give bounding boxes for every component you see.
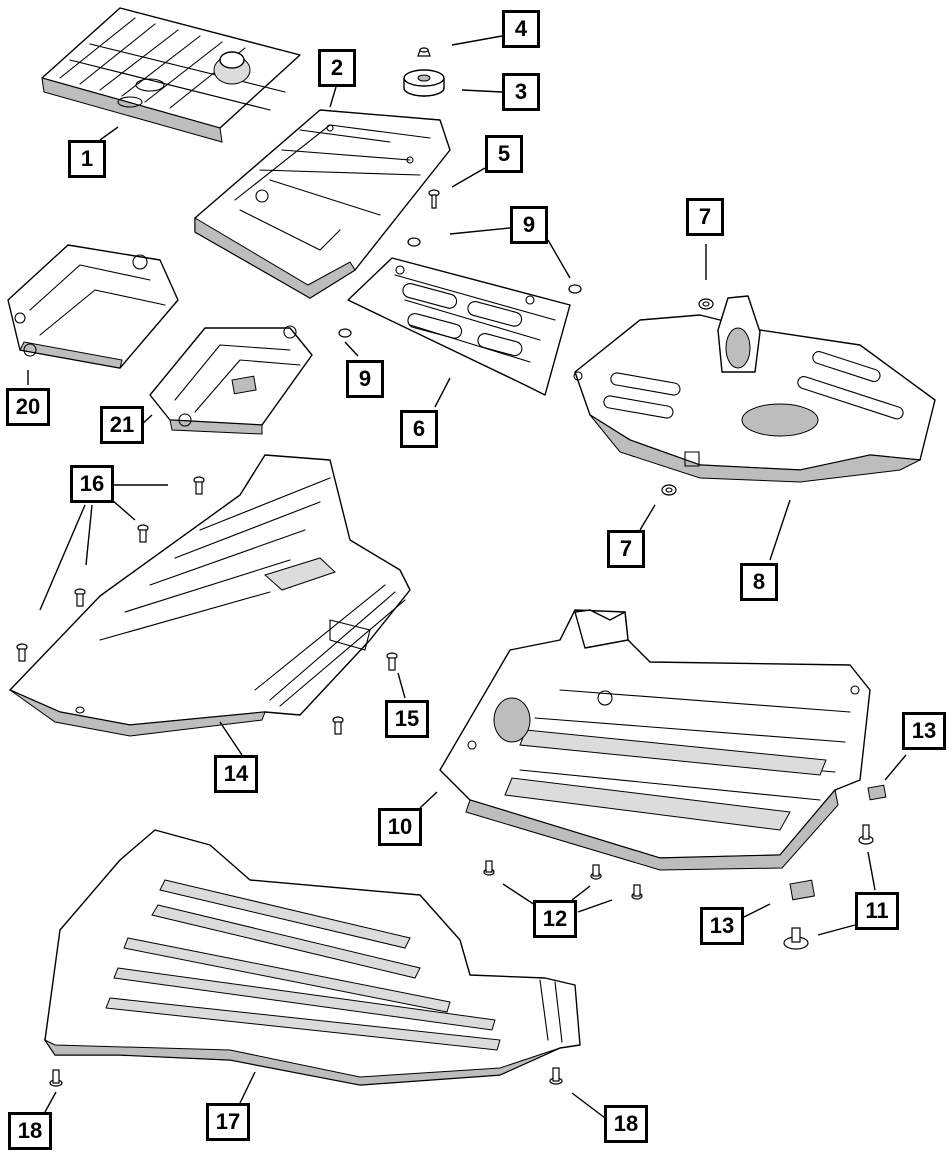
part-2-shield — [194, 109, 451, 299]
part-6-plate — [347, 257, 571, 396]
part-16-bolt-a — [193, 476, 205, 495]
callout-12: 12 — [533, 900, 577, 938]
part-12-bolt-a — [483, 860, 495, 876]
callout-11: 11 — [855, 892, 899, 930]
part-12-bolt-c — [631, 884, 643, 900]
callout-15: 15 — [385, 700, 429, 738]
callout-3: 3 — [502, 73, 540, 111]
part-18-bolt-a — [49, 1069, 63, 1087]
part-14-skid-plate — [9, 454, 411, 737]
part-11-bolt-b — [783, 927, 809, 950]
part-15-bolt-a — [386, 652, 398, 671]
callout-17: 17 — [206, 1103, 250, 1141]
part-7-nut-lower — [661, 484, 677, 496]
callout-14: 14 — [214, 755, 258, 793]
callout-2: 2 — [318, 49, 356, 87]
part-16-bolt-b — [137, 524, 149, 543]
callout-18-left: 18 — [8, 1112, 52, 1150]
part-9-nut-b — [568, 284, 582, 294]
leader-lines — [27, 35, 907, 1119]
part-16-bolt-c — [74, 588, 86, 607]
part-7-nut-upper — [698, 298, 714, 310]
part-1-skid-plate — [41, 7, 301, 143]
part-13-clip-b — [789, 879, 816, 901]
callout-13-lower: 13 — [700, 907, 744, 945]
part-4-nut — [417, 47, 431, 57]
part-13-clip-a — [867, 784, 887, 801]
callout-7-lower: 7 — [607, 530, 645, 568]
callout-20: 20 — [6, 388, 50, 426]
callout-1: 1 — [68, 140, 106, 178]
part-5-bolt — [428, 189, 440, 209]
part-10-skid-plate — [439, 609, 871, 871]
callout-18-right: 18 — [604, 1105, 648, 1143]
callout-8: 8 — [740, 563, 778, 601]
part-21-bracket — [149, 325, 313, 435]
part-9-nut-c — [338, 328, 352, 338]
callout-21: 21 — [100, 406, 144, 444]
part-20-bracket — [7, 244, 179, 369]
callout-4: 4 — [502, 10, 540, 48]
part-3-bushing — [403, 69, 445, 97]
callout-10: 10 — [378, 808, 422, 846]
part-18-bolt-b — [549, 1067, 563, 1085]
part-17-skid-plate — [43, 829, 581, 1086]
part-16-bolt-d — [16, 643, 28, 662]
callout-6: 6 — [400, 410, 438, 448]
callout-16: 16 — [70, 465, 114, 503]
part-15-bolt-b — [332, 716, 344, 735]
part-8-tank-shield — [573, 295, 936, 483]
callout-13-upper: 13 — [902, 712, 946, 750]
callout-7-upper: 7 — [686, 198, 724, 236]
callout-5: 5 — [485, 135, 523, 173]
part-12-bolt-b — [590, 864, 602, 880]
part-11-bolt-a — [858, 824, 874, 845]
part-9-nut-a — [407, 237, 421, 247]
callout-9-lower: 9 — [346, 360, 384, 398]
callout-9-upper: 9 — [510, 206, 548, 244]
